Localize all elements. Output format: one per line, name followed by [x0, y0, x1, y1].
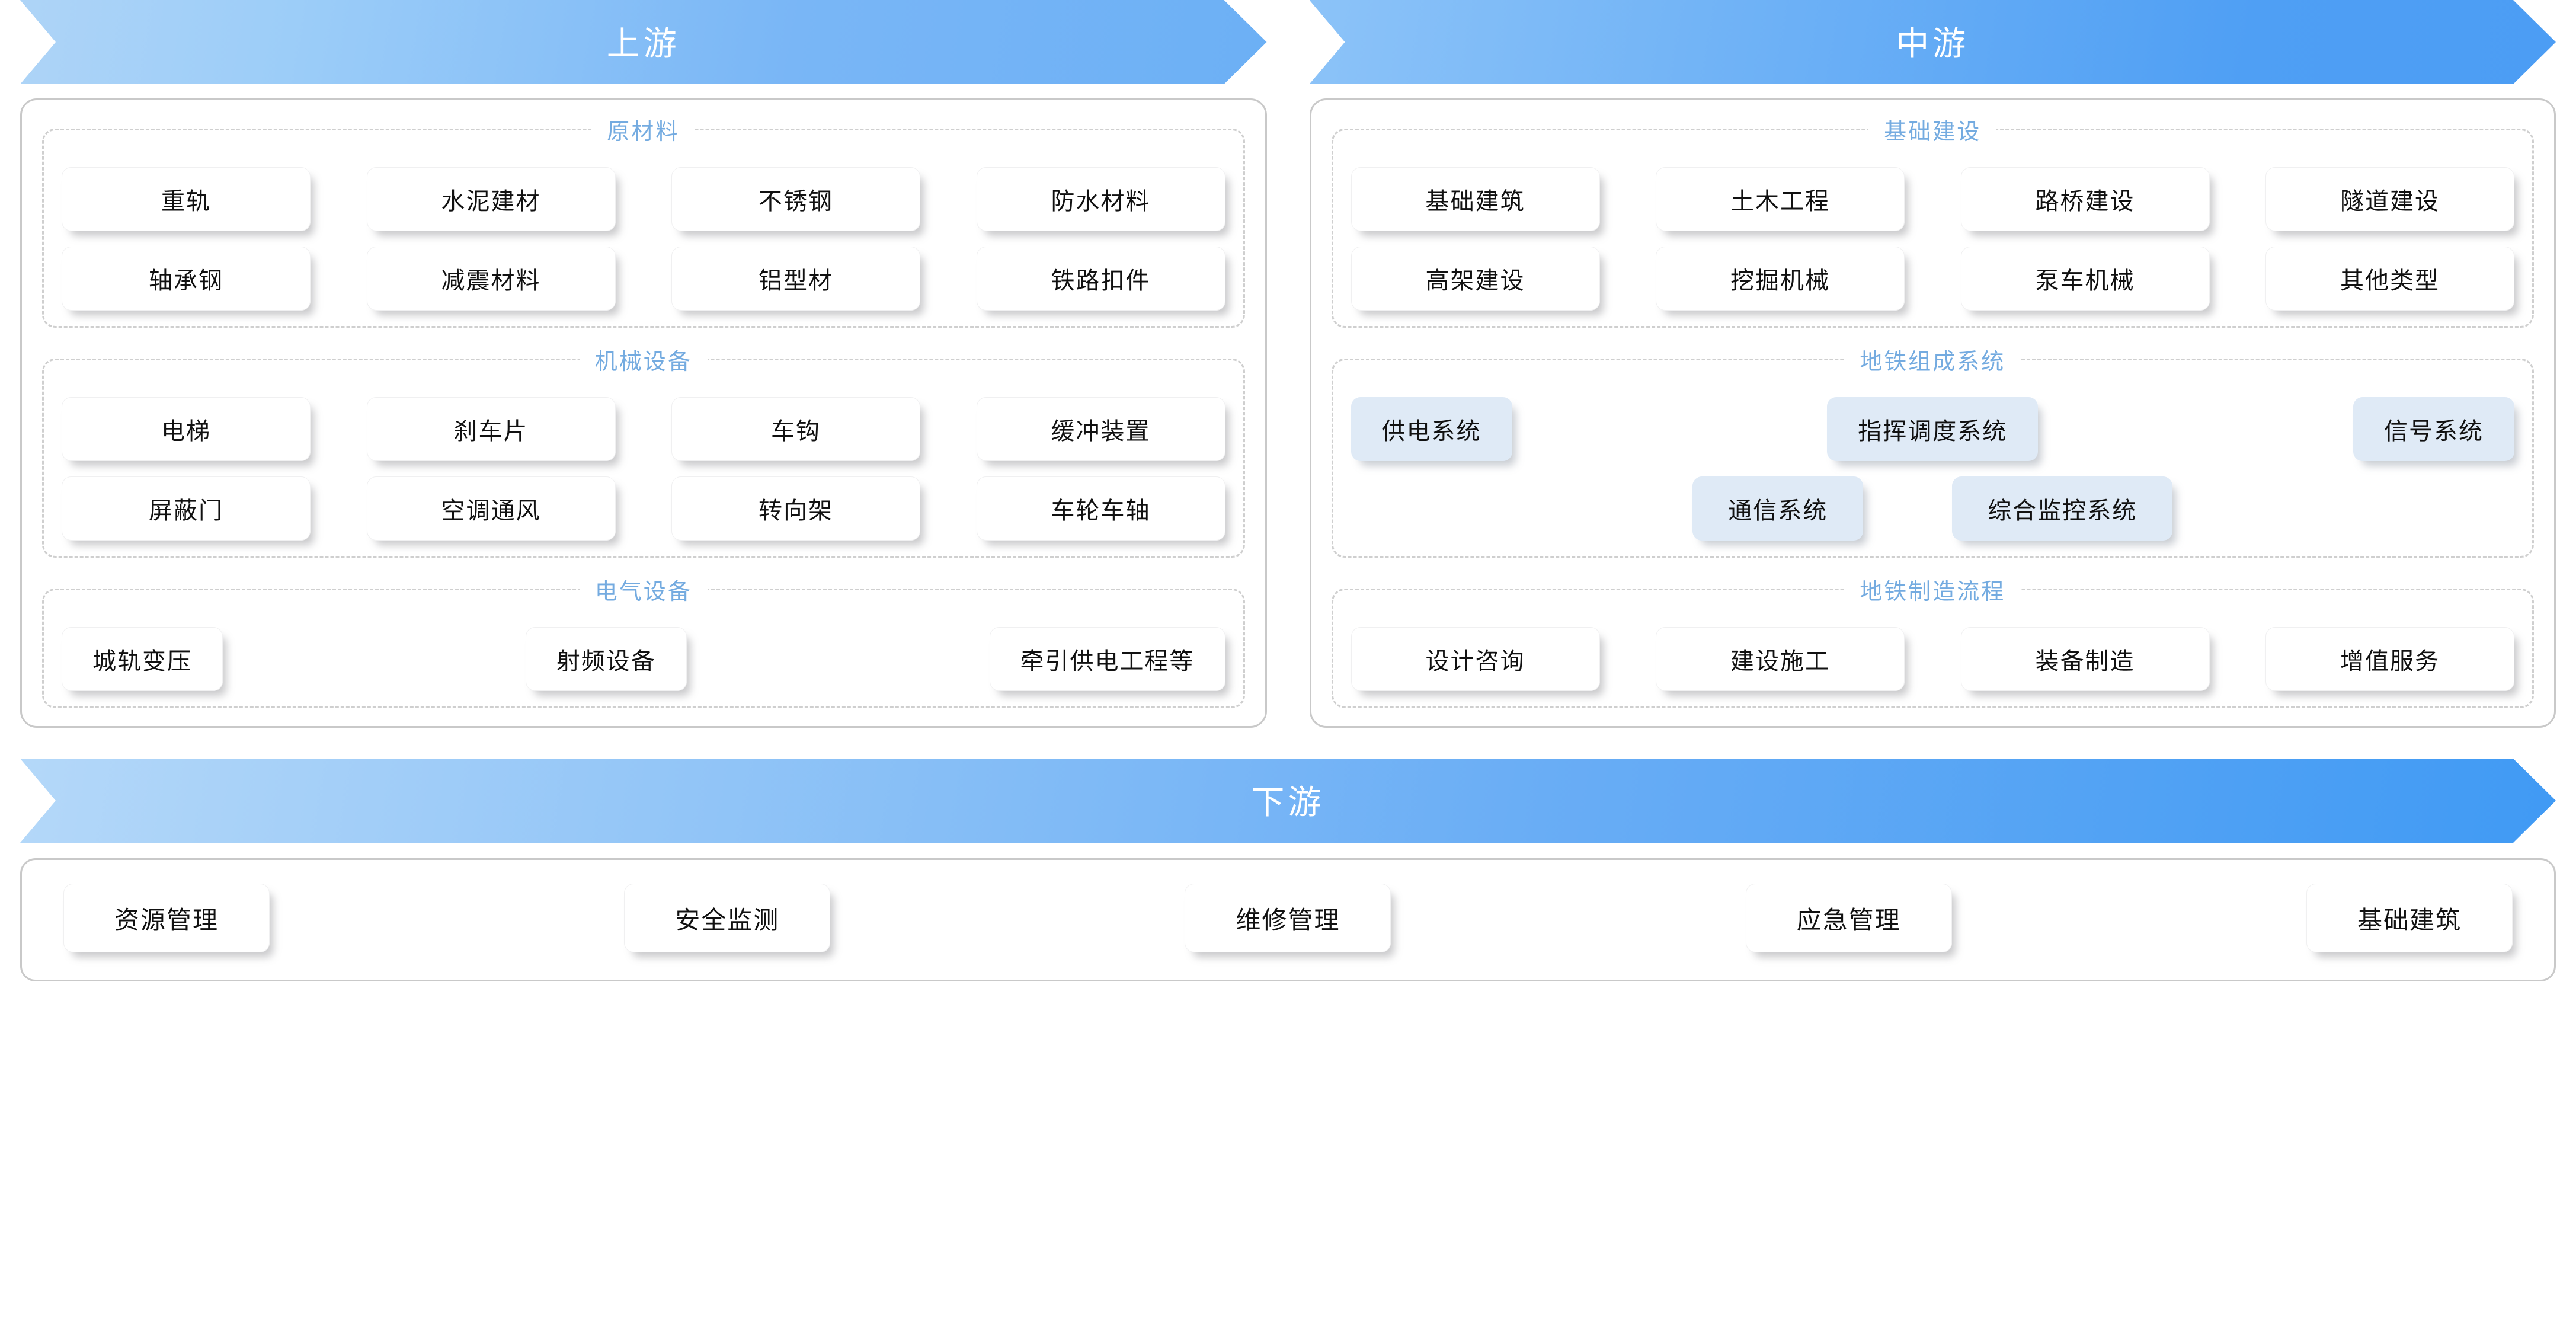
tile-infra-8[interactable]: 其他类型: [2265, 247, 2514, 311]
tile-infra-5[interactable]: 高架建设: [1351, 247, 1600, 311]
tile-raw-8[interactable]: 铁路扣件: [976, 247, 1225, 311]
infrastructure-row-2: 高架建设 挖掘机械 泵车机械 其他类型: [1351, 247, 2514, 311]
upstream-column: 上游 原材料 重轨 水泥建材 不锈钢 防水材料 轴承钢 减震材料 铝型材: [20, 0, 1267, 728]
tile-down-2[interactable]: 安全监测: [624, 884, 831, 952]
tile-mech-8[interactable]: 车轮车轴: [976, 476, 1225, 541]
tile-mech-1[interactable]: 电梯: [62, 397, 311, 461]
tile-infra-6[interactable]: 挖掘机械: [1656, 247, 1905, 311]
tile-infra-4[interactable]: 隧道建设: [2265, 167, 2514, 231]
group-legend-mechanical-equipment: 机械设备: [594, 350, 692, 375]
raw-materials-row-1: 重轨 水泥建材 不锈钢 防水材料: [62, 167, 1225, 231]
subway-systems-row-2: 通信系统 综合监控系统: [1351, 476, 2515, 541]
group-legend-infrastructure: 基础建设: [1884, 120, 1982, 145]
group-infrastructure: 基础建设 基础建筑 土木工程 路桥建设 隧道建设 高架建设 挖掘机械 泵车机械 …: [1331, 113, 2534, 328]
section-spacer: [0, 728, 2576, 759]
tile-subsys-2[interactable]: 指挥调度系统: [1827, 397, 2039, 461]
tile-raw-3[interactable]: 不锈钢: [671, 167, 920, 231]
tile-elec-1[interactable]: 城轨变压: [62, 627, 223, 691]
tile-subsys-4[interactable]: 通信系统: [1692, 476, 1864, 541]
mechanical-row-1: 电梯 刹车片 车钩 缓冲装置: [62, 397, 1225, 461]
downstream-banner-label: 下游: [1251, 783, 1325, 821]
tile-mech-7[interactable]: 转向架: [671, 476, 920, 541]
raw-materials-row-2: 轴承钢 减震材料 铝型材 铁路扣件: [62, 247, 1225, 311]
tile-infra-2[interactable]: 土木工程: [1656, 167, 1905, 231]
group-legend-subway-systems: 地铁组成系统: [1860, 350, 2006, 375]
tile-mech-4[interactable]: 缓冲装置: [976, 397, 1225, 461]
tile-raw-2[interactable]: 水泥建材: [366, 167, 616, 231]
tile-raw-4[interactable]: 防水材料: [976, 167, 1225, 231]
group-electrical-equipment: 电气设备 城轨变压 射频设备 牵引供电工程等: [42, 573, 1245, 708]
electrical-row-1: 城轨变压 射频设备 牵引供电工程等: [62, 627, 1225, 691]
tile-mfg-3[interactable]: 装备制造: [1960, 627, 2210, 691]
upstream-card: 原材料 重轨 水泥建材 不锈钢 防水材料 轴承钢 减震材料 铝型材 铁路扣件: [20, 98, 1267, 728]
group-mechanical-equipment: 机械设备 电梯 刹车片 车钩 缓冲装置 屏蔽门 空调通风 转向架 车轮车轴: [42, 343, 1245, 558]
tile-elec-2[interactable]: 射频设备: [525, 627, 687, 691]
tile-mech-3[interactable]: 车钩: [671, 397, 920, 461]
manufacturing-row-1: 设计咨询 建设施工 装备制造 增值服务: [1351, 627, 2514, 691]
tile-subsys-5[interactable]: 综合监控系统: [1952, 476, 2173, 541]
group-subway-systems: 地铁组成系统 供电系统 指挥调度系统 信号系统 通信系统 综合监控系统: [1331, 343, 2534, 558]
tile-down-1[interactable]: 资源管理: [63, 884, 270, 952]
tile-infra-1[interactable]: 基础建筑: [1351, 167, 1600, 231]
group-subway-manufacturing: 地铁制造流程 设计咨询 建设施工 装备制造 增值服务: [1331, 573, 2534, 708]
group-legend-raw-materials: 原材料: [607, 120, 680, 145]
infrastructure-row-1: 基础建筑 土木工程 路桥建设 隧道建设: [1351, 167, 2514, 231]
midstream-column: 中游 基础建设 基础建筑 土木工程 路桥建设 隧道建设 高架建设 挖掘机械 泵: [1309, 0, 2556, 728]
midstream-card: 基础建设 基础建筑 土木工程 路桥建设 隧道建设 高架建设 挖掘机械 泵车机械 …: [1309, 98, 2556, 728]
tile-infra-3[interactable]: 路桥建设: [1960, 167, 2210, 231]
tile-down-4[interactable]: 应急管理: [1745, 884, 1952, 952]
tile-subsys-1[interactable]: 供电系统: [1351, 397, 1512, 461]
group-legend-subway-manufacturing: 地铁制造流程: [1860, 580, 2006, 605]
tile-mech-6[interactable]: 空调通风: [366, 476, 616, 541]
group-legend-electrical-equipment: 电气设备: [594, 580, 692, 605]
tile-mech-2[interactable]: 刹车片: [366, 397, 616, 461]
tile-mech-5[interactable]: 屏蔽门: [62, 476, 311, 541]
subway-systems-row-1: 供电系统 指挥调度系统 信号系统: [1351, 397, 2514, 461]
tile-down-3[interactable]: 维修管理: [1185, 884, 1391, 952]
tile-raw-7[interactable]: 铝型材: [671, 247, 920, 311]
tile-subsys-3[interactable]: 信号系统: [2353, 397, 2514, 461]
tile-raw-6[interactable]: 减震材料: [366, 247, 616, 311]
tile-down-5[interactable]: 基础建筑: [2306, 884, 2513, 952]
tile-infra-7[interactable]: 泵车机械: [1960, 247, 2210, 311]
tile-mfg-4[interactable]: 增值服务: [2265, 627, 2514, 691]
tile-mfg-2[interactable]: 建设施工: [1656, 627, 1905, 691]
tile-raw-5[interactable]: 轴承钢: [62, 247, 311, 311]
upstream-midstream-row: 上游 原材料 重轨 水泥建材 不锈钢 防水材料 轴承钢 减震材料 铝型材: [20, 0, 2556, 728]
mechanical-row-2: 屏蔽门 空调通风 转向架 车轮车轴: [62, 476, 1225, 541]
downstream-banner-wrap: 下游: [0, 759, 2576, 843]
tile-elec-3[interactable]: 牵引供电工程等: [989, 627, 1225, 691]
upstream-banner: 上游: [20, 0, 1267, 84]
midstream-banner: 中游: [1310, 0, 2556, 84]
midstream-banner-label: 中游: [1896, 24, 1970, 62]
downstream-card: 资源管理 安全监测 维修管理 应急管理 基础建筑: [20, 858, 2556, 981]
upstream-banner-label: 上游: [606, 24, 680, 62]
downstream-banner: 下游: [20, 759, 2556, 843]
group-raw-materials: 原材料 重轨 水泥建材 不锈钢 防水材料 轴承钢 减震材料 铝型材 铁路扣件: [42, 113, 1245, 328]
tile-mfg-1[interactable]: 设计咨询: [1351, 627, 1600, 691]
tile-raw-1[interactable]: 重轨: [62, 167, 311, 231]
